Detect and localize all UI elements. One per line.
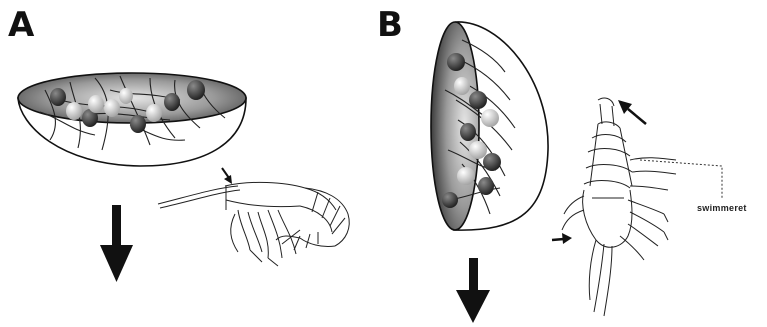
- panel-b-shrimp-drawing: [562, 98, 676, 316]
- panel-a-shrimp-drawing: [158, 182, 349, 266]
- panel-b-pointer-arrow: [552, 233, 572, 244]
- panel-a-pointer-arrow: [222, 168, 232, 184]
- panel-a-egg-capsule: [18, 73, 246, 166]
- swimmeret-leader-line: [640, 160, 722, 198]
- panel-a-sinking-arrow: [100, 205, 133, 282]
- panel-b-egg-capsule: [431, 22, 548, 230]
- panel-b-sinking-arrow: [456, 258, 490, 323]
- panel-b-up-arrow: [618, 100, 646, 124]
